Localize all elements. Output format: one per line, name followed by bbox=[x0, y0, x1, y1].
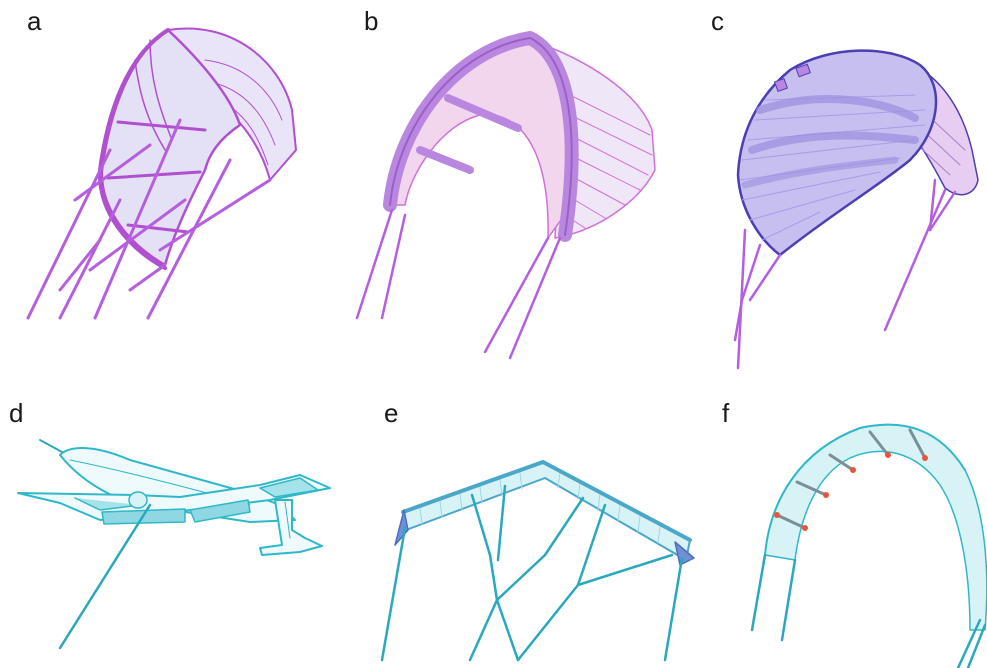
kite-b-lines bbox=[357, 210, 560, 358]
kite-b-illustration bbox=[357, 38, 655, 358]
wing-e-surface bbox=[403, 462, 690, 560]
aircraft-d-illustration bbox=[18, 440, 330, 648]
kite-f-illustration bbox=[752, 425, 987, 668]
kite-b-canopy bbox=[392, 40, 570, 238]
kite-c-illustration bbox=[735, 51, 978, 368]
aircraft-d-tether bbox=[60, 505, 150, 648]
kite-a-illustration bbox=[28, 28, 296, 318]
wing-e-illustration bbox=[382, 462, 694, 660]
kite-c-canopy bbox=[738, 51, 936, 255]
kite-f-lines bbox=[752, 555, 985, 668]
